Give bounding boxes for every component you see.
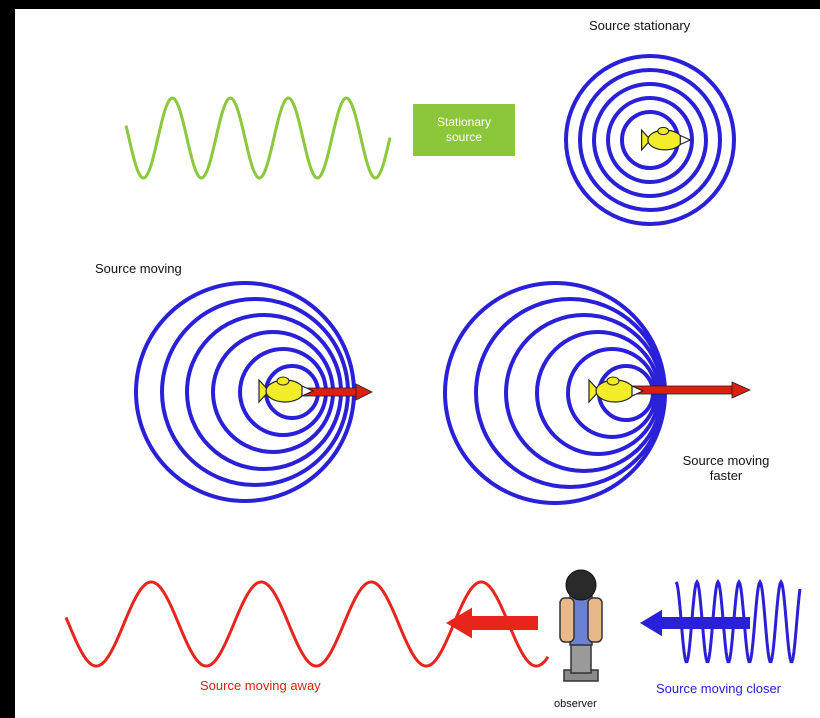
label-source-stationary: Source stationary <box>589 18 691 33</box>
arrow-closer-left <box>640 609 750 637</box>
label-faster-line-2: faster <box>709 468 743 483</box>
observer-person-icon <box>559 569 603 682</box>
badge-line-1: Stationary <box>436 115 492 129</box>
stretched-sound-wave <box>64 580 550 668</box>
wavefront-ring <box>564 54 736 226</box>
stationary-wavefront-rings <box>564 54 736 226</box>
label-faster-line-1: Source moving <box>682 453 770 468</box>
arrow-away-left <box>446 607 538 639</box>
label-source-moving: Source moving <box>95 261 182 276</box>
stationary-sound-wave <box>124 96 392 180</box>
badge-line-2: source <box>445 130 483 144</box>
label-source-moving-away: Source moving away <box>200 678 321 693</box>
wavefront-ring <box>592 82 708 198</box>
wavefront-ring <box>606 96 694 184</box>
fish-source-icon <box>640 126 692 152</box>
label-source-moving-faster: Source moving faster <box>664 453 788 483</box>
compressed-sound-wave <box>674 578 802 664</box>
label-observer: observer <box>554 698 597 710</box>
stationary-source-badge-background <box>413 104 515 156</box>
wavefront-ring <box>578 68 722 212</box>
fish-source-icon <box>258 376 315 404</box>
motion-arrow-faster <box>629 381 751 399</box>
fish-source-icon <box>588 376 645 404</box>
stationary-source-badge: Stationary source <box>413 104 515 156</box>
label-source-moving-closer: Source moving closer <box>656 681 781 696</box>
